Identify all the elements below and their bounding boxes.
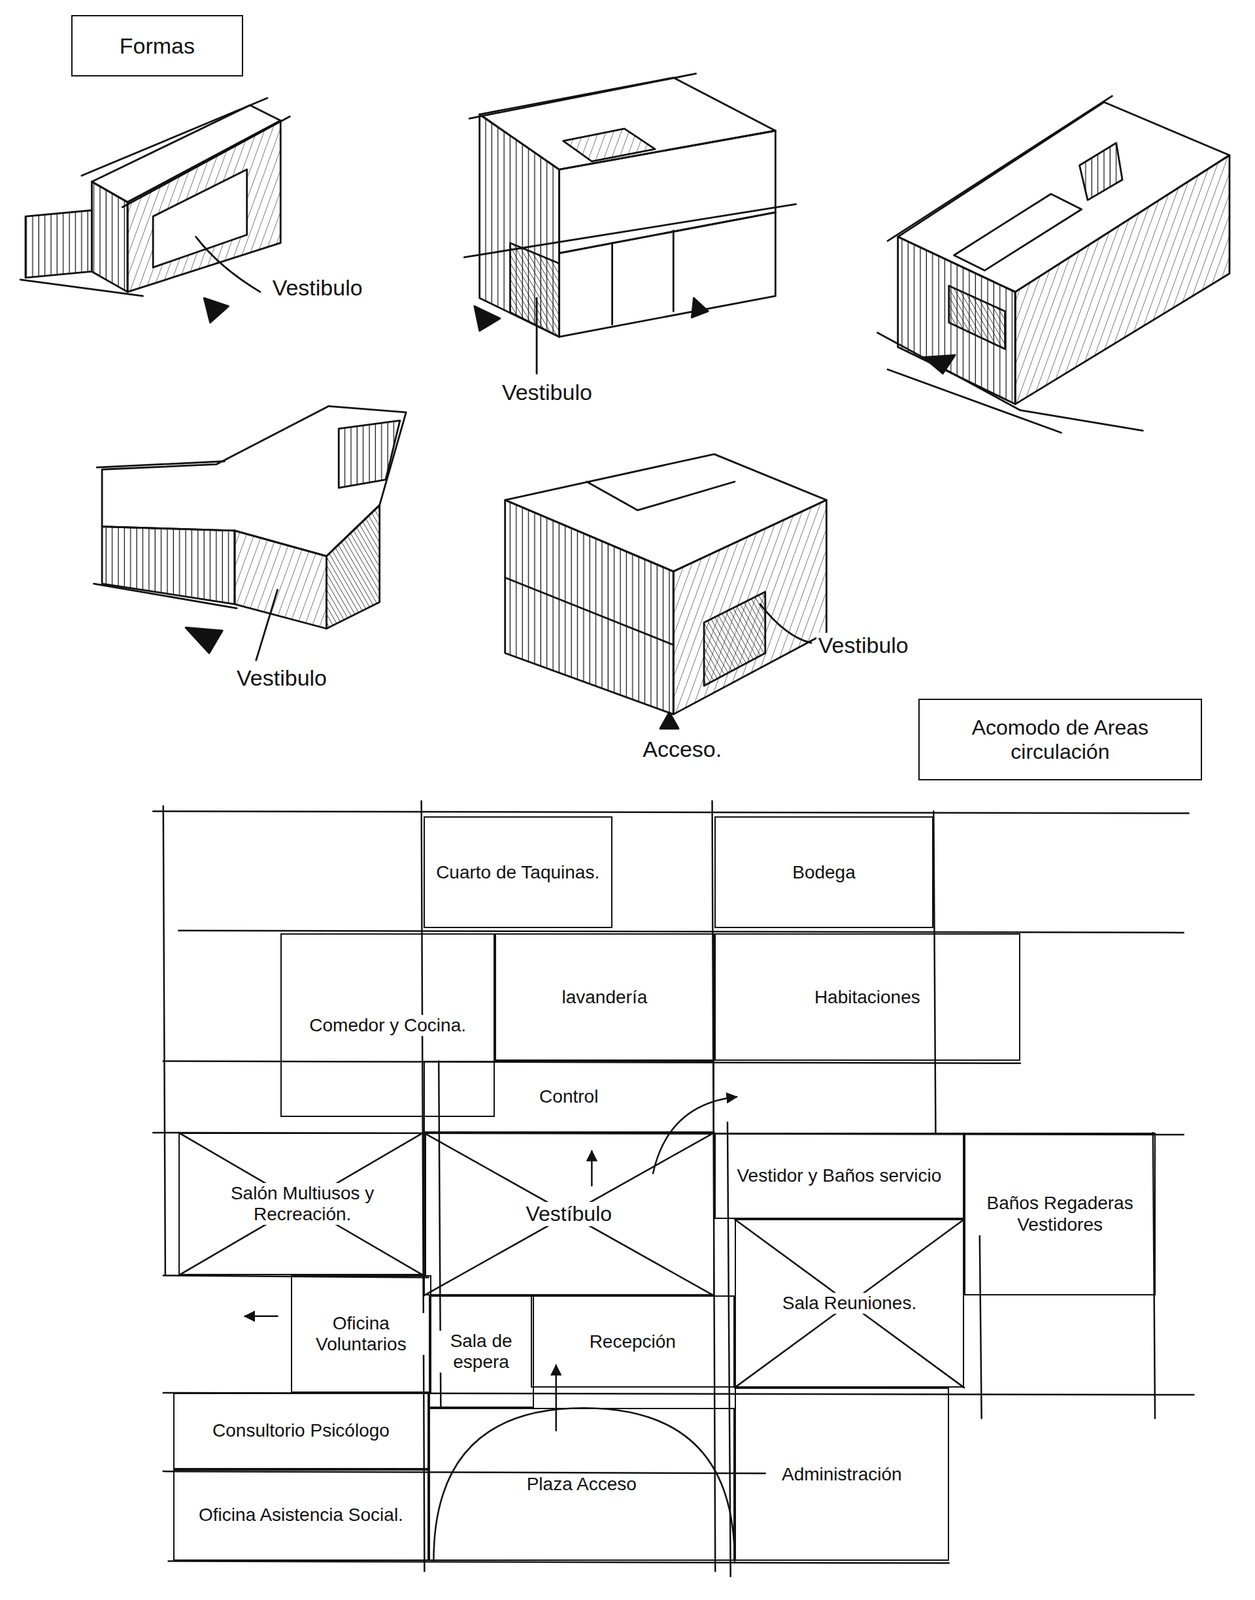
circulation-arrow xyxy=(554,1365,557,1431)
leader-line xyxy=(760,603,812,643)
circulation-arrow xyxy=(245,1315,278,1318)
room-box: Oficina Voluntarios xyxy=(290,1275,432,1393)
room-label: Administración xyxy=(779,1464,904,1486)
leader-line xyxy=(256,589,278,661)
void-cross xyxy=(178,1132,424,1276)
heading-text: Acomodo de Areas circulación xyxy=(924,715,1196,765)
access-marker xyxy=(185,627,223,653)
sketch-label: Acceso. xyxy=(640,736,724,763)
room-label: Salón Multiusos y Recreación. xyxy=(184,1183,420,1225)
front-face xyxy=(558,212,776,337)
front-face xyxy=(558,130,776,253)
void-cross xyxy=(734,1219,965,1389)
side-face xyxy=(91,181,128,293)
room-box: Habitaciones xyxy=(714,933,1021,1061)
heading-text: Formas xyxy=(117,33,197,59)
room-label: lavandería xyxy=(559,987,650,1008)
access-marker xyxy=(203,298,229,323)
room-box: Consultorio Psicólogo xyxy=(173,1392,429,1470)
sketch-stroke xyxy=(586,481,735,511)
room-box: Vestidor y Baños servicio xyxy=(714,1132,965,1220)
sketch-label: Vestibulo xyxy=(234,665,329,691)
room-label: Comedor y Cocina. xyxy=(307,1015,469,1037)
room-label: Vestíbulo xyxy=(523,1202,614,1227)
massing-sketches xyxy=(20,73,1230,729)
side-face xyxy=(505,500,674,715)
access-marker xyxy=(691,298,708,318)
room-box: Administración xyxy=(734,1387,950,1561)
sketch-label: Vestibulo xyxy=(270,275,365,301)
front-face xyxy=(326,505,380,629)
void-cross xyxy=(423,1132,715,1297)
courtyard xyxy=(954,194,1082,271)
room-label: Oficina Voluntarios xyxy=(297,1313,425,1356)
wing-face xyxy=(338,420,401,488)
room-label: Cuarto de Taquinas. xyxy=(434,862,602,884)
access-marker xyxy=(660,712,679,729)
room-box: Sala de espera xyxy=(428,1295,535,1408)
room-box: Baños Regaderas Vestidores xyxy=(964,1132,1156,1297)
floor-line xyxy=(505,577,674,646)
side-face xyxy=(101,526,235,605)
room-label: Habitaciones xyxy=(812,987,923,1008)
grid-line xyxy=(163,801,1155,1577)
room-label: Oficina Asistencia Social. xyxy=(196,1504,406,1526)
sketch-label: Vestibulo xyxy=(816,632,911,659)
side-face xyxy=(479,114,560,337)
lobby-void xyxy=(509,243,559,338)
room-label: Plaza Acceso xyxy=(524,1473,639,1495)
access-arch xyxy=(433,1407,735,1561)
heading-box: Formas xyxy=(71,15,243,77)
room-label: Consultorio Psicólogo xyxy=(210,1420,392,1442)
courtyard xyxy=(563,128,655,162)
access-marker xyxy=(923,354,955,374)
room-label: Control xyxy=(537,1086,601,1108)
room-box: Salón Multiusos y Recreación. xyxy=(178,1132,427,1276)
leader-line xyxy=(196,236,261,292)
sketch-label: Vestibulo xyxy=(500,379,595,406)
room-box: Plaza Acceso xyxy=(428,1407,735,1561)
lobby-void xyxy=(703,592,766,687)
room-box: Comedor y Cocina. xyxy=(280,933,495,1118)
heading-box: Acomodo de Areas circulación xyxy=(918,698,1203,781)
wing-face xyxy=(25,210,92,278)
room-label: Bodega xyxy=(790,862,858,884)
room-box: Bodega xyxy=(714,816,935,929)
room-label: Recepción xyxy=(587,1331,678,1353)
circulation-arrow xyxy=(590,1151,593,1186)
room-box: lavandería xyxy=(494,933,715,1061)
plan-sketch xyxy=(152,801,1194,1577)
room-box: Control xyxy=(423,1060,715,1133)
room-label: Sala Reuniones. xyxy=(780,1292,919,1314)
room-box: Cuarto de Taquinas. xyxy=(423,816,613,929)
room-label: Sala de espera xyxy=(435,1330,528,1373)
circulation-arrow xyxy=(652,1096,737,1174)
room-box: Sala Reuniones. xyxy=(734,1219,965,1388)
courtyard xyxy=(1079,143,1123,201)
sketch-stroke xyxy=(877,96,1143,433)
lobby-opening xyxy=(152,169,248,268)
room-box: Oficina Asistencia Social. xyxy=(173,1469,429,1561)
room-box: Vestíbulo xyxy=(423,1132,715,1297)
front-face xyxy=(1015,154,1230,404)
room-label: Baños Regaderas Vestidores xyxy=(970,1192,1150,1235)
sketch-stroke xyxy=(94,461,238,609)
front-face xyxy=(234,530,327,629)
lobby-void xyxy=(949,285,1006,350)
leader-line xyxy=(535,298,538,374)
sketch-stroke xyxy=(20,98,290,297)
front-face xyxy=(673,500,827,715)
room-label: Vestidor y Baños servicio xyxy=(734,1165,944,1187)
sketch-stroke xyxy=(464,73,796,325)
room-box: Recepción xyxy=(530,1295,735,1388)
access-marker xyxy=(474,305,501,331)
grid-line xyxy=(152,811,1194,1563)
